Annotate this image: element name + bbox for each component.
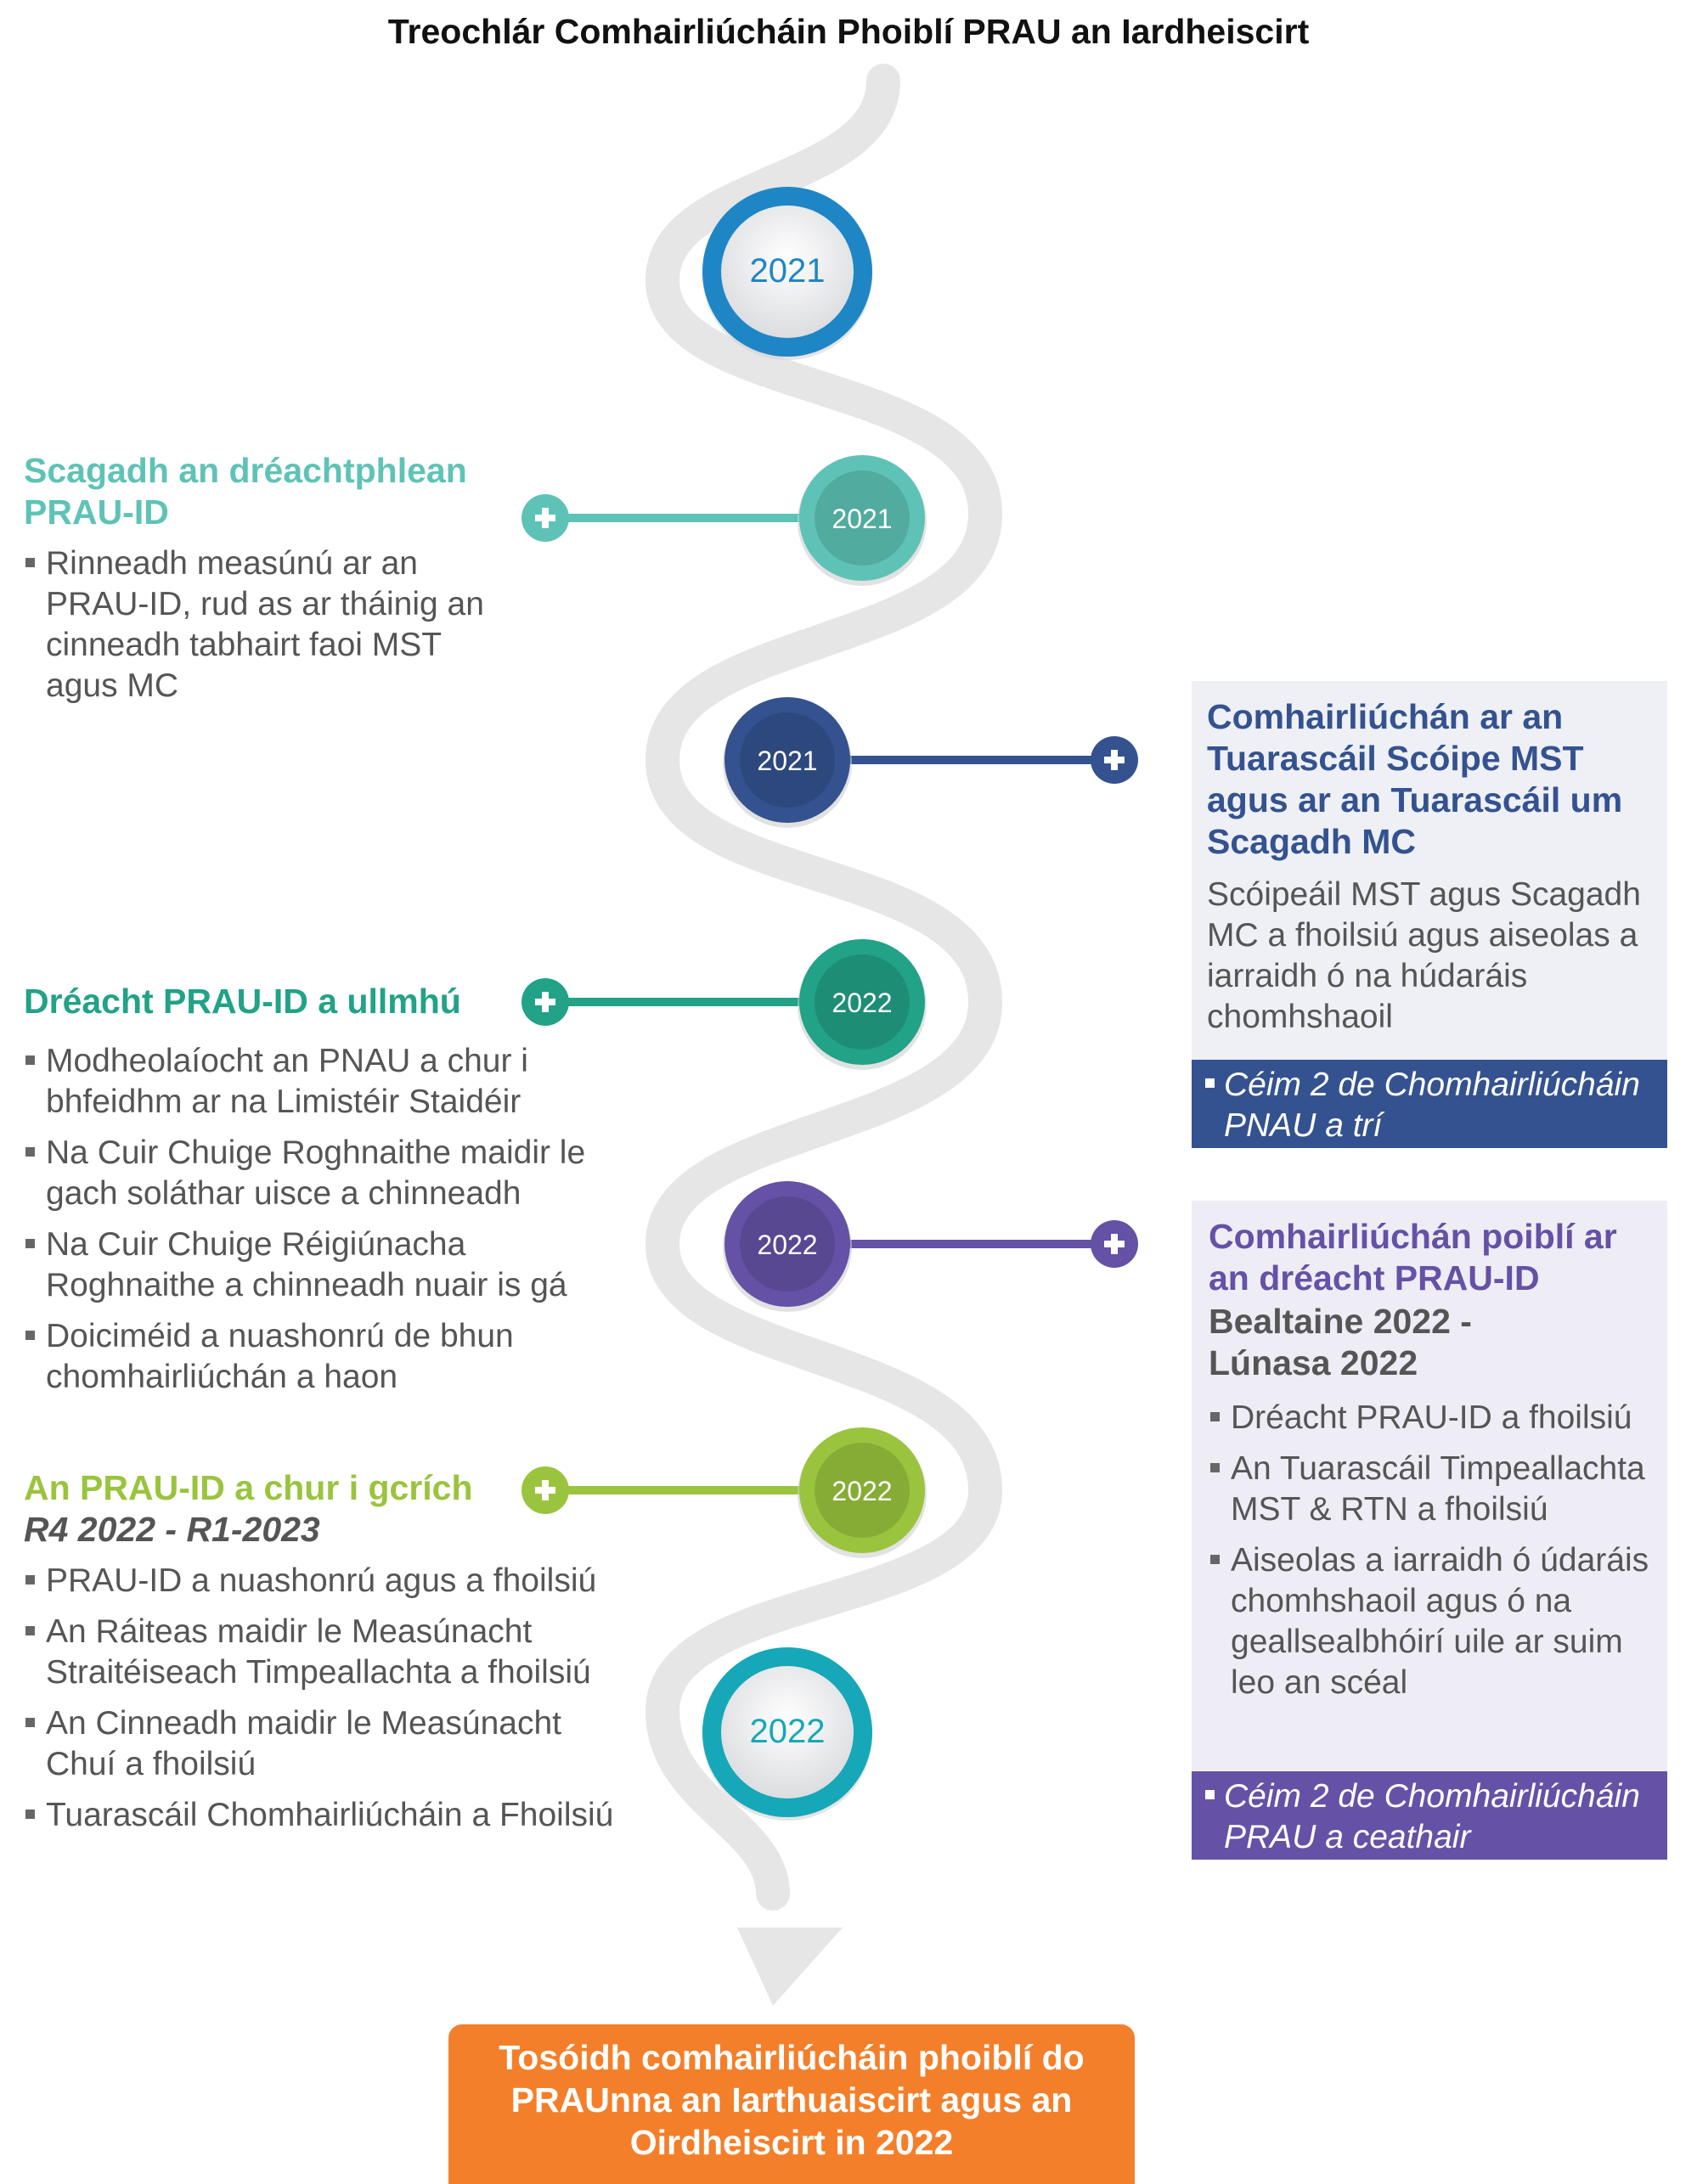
- bullet-square-icon: [1205, 1078, 1215, 1088]
- stage-consultation-heading: Comhairliúchán poiblí ar an dréacht PRAU…: [1209, 1217, 1617, 1297]
- year-node: 2022: [702, 1647, 872, 1821]
- year-label: 2021: [750, 252, 826, 290]
- plus-icon[interactable]: [1091, 736, 1138, 784]
- stage-draft-list: Modheolaíocht an PNAU a chur i bhfeidhm …: [24, 1041, 618, 1398]
- year-node: 2021: [702, 187, 872, 360]
- list-item: An Cinneadh maidir le Measúnacht Chuí a …: [24, 1703, 635, 1785]
- stage-implement-list: PRAU-ID a nuashonrú agus a fhoilsiú An R…: [24, 1561, 635, 1836]
- page-title: Treochlár Comhairliúcháin Phoiblí PRAU a…: [387, 12, 1310, 51]
- bullet-square-icon: [1205, 1790, 1215, 1799]
- year-node: 2021: [798, 455, 927, 586]
- stage-scoping-footer-text: Céim 2 de Chomhairliúcháin PNAU a trí: [1224, 1067, 1640, 1144]
- stage-draft: Dréacht PRAU-ID a ullmhú Modheolaíocht a…: [24, 981, 618, 1408]
- stage-scoping-footer: Céim 2 de Chomhairliúcháin PNAU a trí: [1192, 1060, 1667, 1148]
- plus-icon[interactable]: [522, 978, 569, 1026]
- stage-consultation-footer: Céim 2 de Chomhairliúcháin PRAU a ceatha…: [1192, 1771, 1667, 1860]
- year-label: 2022: [757, 1230, 817, 1260]
- stage-implement: An PRAU-ID a chur i gcrích R4 2022 - R1-…: [24, 1467, 635, 1846]
- year-node: 2022: [723, 1181, 852, 1312]
- stage-screening-heading: Scagadh an dréachtphlean PRAU-ID: [24, 451, 467, 532]
- plus-icon[interactable]: [522, 1466, 569, 1514]
- next-consultation-box: Tosóidh comhairliúcháin phoiblí do PRAUn…: [448, 2024, 1135, 2184]
- road-path: [645, 64, 1003, 1911]
- stage-consultation-list: Dréacht PRAU-ID a fhoilsiú An Tuarascáil…: [1209, 1398, 1659, 1714]
- list-item: Dréacht PRAU-ID a fhoilsiú: [1209, 1398, 1659, 1438]
- year-label: 2022: [832, 988, 892, 1018]
- year-node: 2022: [798, 939, 927, 1070]
- road-arrow-head: [737, 1928, 843, 2006]
- list-item: PRAU-ID a nuashonrú agus a fhoilsiú: [24, 1561, 635, 1601]
- list-item: An Tuarascáil Timpeallachta MST & RTN a …: [1209, 1449, 1659, 1530]
- year-label: 2022: [832, 1476, 892, 1506]
- year-node: 2021: [723, 697, 852, 828]
- plus-icon[interactable]: [1091, 1220, 1138, 1268]
- plus-buttons: [522, 494, 1138, 1514]
- year-node: 2022: [798, 1427, 927, 1558]
- list-item: Na Cuir Chuige Réigiúnacha Roghnaithe a …: [24, 1224, 618, 1306]
- stage-scoping-heading: Comhairliúchán ar an Tuarascáil Scóipe M…: [1207, 697, 1623, 861]
- year-label: 2021: [757, 746, 817, 776]
- stage-scoping-body: Scóipeáil MST agus Scagadh MC a fhoilsiú…: [1207, 876, 1641, 1035]
- stage-consultation-footer-text: Céim 2 de Chomhairliúcháin PRAU a ceatha…: [1224, 1778, 1640, 1855]
- stage-consultation-dates: Bealtaine 2022 - Lúnasa 2022: [1209, 1302, 1472, 1382]
- stage-scoping-panel: Comhairliúchán ar an Tuarascáil Scóipe M…: [1192, 681, 1667, 1148]
- timeline-nodes: 2021 2021 2021 2022 2022 2022 2022: [702, 187, 927, 1821]
- stage-implement-heading: An PRAU-ID a chur i gcrích: [24, 1468, 473, 1507]
- list-item: Aiseolas a iarraidh ó údaráis chomhshaoi…: [1209, 1540, 1659, 1703]
- list-item: Na Cuir Chuige Roghnaithe maidir le gach…: [24, 1133, 618, 1214]
- stage-screening: Scagadh an dréachtphlean PRAU-ID Rinnead…: [24, 450, 516, 717]
- list-item: Modheolaíocht an PNAU a chur i bhfeidhm …: [24, 1041, 618, 1123]
- stage-implement-dates: R4 2022 - R1-2023: [24, 1510, 320, 1549]
- list-item: An Ráiteas maidir le Measúnacht Straitéi…: [24, 1612, 635, 1693]
- stage-screening-list: Rinneadh measúnú ar an PRAU-ID, rud as a…: [24, 543, 516, 706]
- list-item: Doiciméid a nuashonrú de bhun chomhairli…: [24, 1316, 618, 1398]
- year-label: 2022: [750, 1713, 826, 1750]
- list-item: Rinneadh measúnú ar an PRAU-ID, rud as a…: [24, 543, 516, 706]
- list-item: Tuarascáil Chomhairliúcháin a Fhoilsiú: [24, 1795, 635, 1836]
- plus-icon[interactable]: [522, 494, 569, 542]
- stage-consultation-panel: Comhairliúchán poiblí ar an dréacht PRAU…: [1192, 1201, 1667, 1860]
- year-label: 2021: [832, 504, 892, 534]
- stage-draft-heading: Dréacht PRAU-ID a ullmhú: [24, 982, 461, 1021]
